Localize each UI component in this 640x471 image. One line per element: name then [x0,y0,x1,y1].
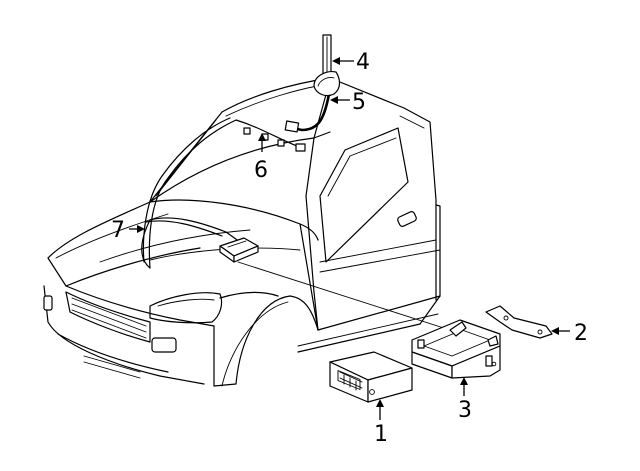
callout-1: 1 [374,422,388,447]
antenna-base [313,71,341,97]
callout-2: 2 [574,321,588,346]
mounting-tray [411,319,501,379]
dash-module [219,237,259,263]
callout-4: 4 [356,50,370,75]
antenna-mast [322,34,332,75]
antenna-cable [141,86,332,269]
callout-7: 7 [111,218,125,243]
callout-3: 3 [458,398,472,423]
bracket-strap [485,305,553,339]
callout-6: 6 [254,158,268,183]
harness-connectors [243,120,306,152]
vehicle-outline [43,77,451,387]
callout-arrows [129,57,570,420]
control-module [329,351,413,403]
callout-5: 5 [352,90,366,115]
